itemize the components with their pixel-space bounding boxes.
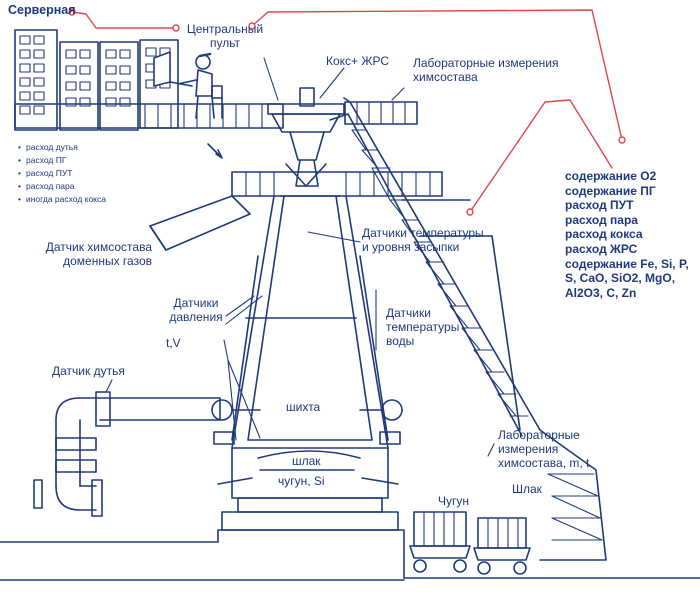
furnace-shaft [231, 195, 389, 449]
skip-incline [329, 97, 541, 437]
slag-inner-label: шлак [292, 454, 321, 468]
tuyeres [211, 399, 403, 445]
lab-top-line-2: химсостава [413, 70, 478, 84]
param-item: содержание Fe, Si, P, [565, 256, 689, 271]
parameter-list: содержание O2 содержание ПГ расход ПУТ р… [565, 169, 689, 300]
operator-figure [177, 54, 215, 119]
lab-bottom-line-2: измерения [498, 442, 559, 456]
bullet-item: расход пара [18, 180, 106, 193]
control-room-line-2: пульт [209, 36, 241, 50]
coke-label: Кокс+ ЖРС [326, 54, 390, 68]
bullet-item: расход ПУТ [18, 167, 106, 180]
slag-label: Шлак [512, 482, 542, 496]
param-item: расход пара [565, 212, 638, 227]
red-connectors [68, 8, 626, 216]
gas-sensor-line-1: Датчик химсостава [45, 240, 152, 254]
gas-offtake-pipe [149, 195, 251, 251]
water-temp-label: Датчики температуры воды [386, 306, 459, 348]
lab-top-label: Лабораторные измерения химсостава [413, 56, 558, 84]
connector-server-control [71, 11, 177, 29]
temp-level-line-1: Датчики температуры [362, 226, 484, 240]
water-temp-line-3: воды [386, 334, 415, 348]
water-temp-line-1: Датчики [386, 306, 431, 320]
param-item: расход ЖРС [565, 241, 638, 256]
lab-top-line-1: Лабораторные измерения [413, 56, 559, 70]
param-item: Al2O3, C, Zn [565, 285, 637, 300]
mid-walkway [231, 171, 443, 197]
pressure-line-1: Датчики [173, 296, 219, 310]
furnace-top [267, 87, 345, 197]
iron-label: Чугун [438, 494, 470, 508]
control-room-label: Центральный пульт [180, 22, 270, 50]
bullet-item: иногда расход кокса [18, 193, 106, 206]
water-temp-line-2: температуры [386, 320, 460, 334]
param-item: расход ПУТ [565, 198, 634, 213]
connector-params-furnace [469, 99, 613, 213]
server-room-label: Серверная [8, 3, 76, 17]
right-truss [539, 429, 607, 561]
flow-bullets: расход дутья расход ПГ расход ПУТ расход… [18, 141, 106, 206]
top-platform [14, 103, 284, 129]
pressure-label: Датчики давления [160, 296, 232, 324]
param-item: S, CaO, SiO2, MgO, [565, 271, 676, 286]
param-item: расход кокса [565, 227, 643, 242]
control-room-line-1: Центральный [186, 22, 264, 36]
connector-control-params [251, 9, 623, 141]
flow-arrow [207, 143, 223, 159]
pointer-lines [105, 57, 495, 457]
iron-inner-label: чугун, Si [278, 474, 325, 488]
param-item: содержание O2 [565, 169, 657, 183]
pressure-line-2: давления [169, 310, 223, 324]
slag-ladle [473, 517, 531, 575]
lab-bottom-line-1: Лабораторные [498, 428, 580, 442]
gas-sensor-label: Датчик химсостава доменных газов [20, 240, 152, 268]
param-item: содержание ПГ [565, 183, 656, 198]
tv-label: t,V [166, 336, 181, 350]
iron-ladle [409, 511, 471, 573]
gas-sensor-line-2: доменных газов [63, 254, 152, 268]
blast-sensor-label: Датчик дутья [52, 364, 125, 378]
temp-level-label: Датчики температуры и уровня засыпки [362, 226, 484, 254]
charge-label: шихта [286, 400, 321, 414]
lab-bottom-line-3: химсостава, m, t [498, 456, 590, 470]
bullet-item: расход дутья [18, 141, 106, 154]
lab-bottom-label: Лабораторные измерения химсостава, m, t [498, 428, 589, 470]
temp-level-line-2: и уровня засыпки [362, 240, 460, 254]
server-racks [14, 29, 139, 131]
blast-pipe [33, 391, 221, 517]
bullet-item: расход ПГ [18, 154, 106, 167]
ground [0, 529, 700, 581]
